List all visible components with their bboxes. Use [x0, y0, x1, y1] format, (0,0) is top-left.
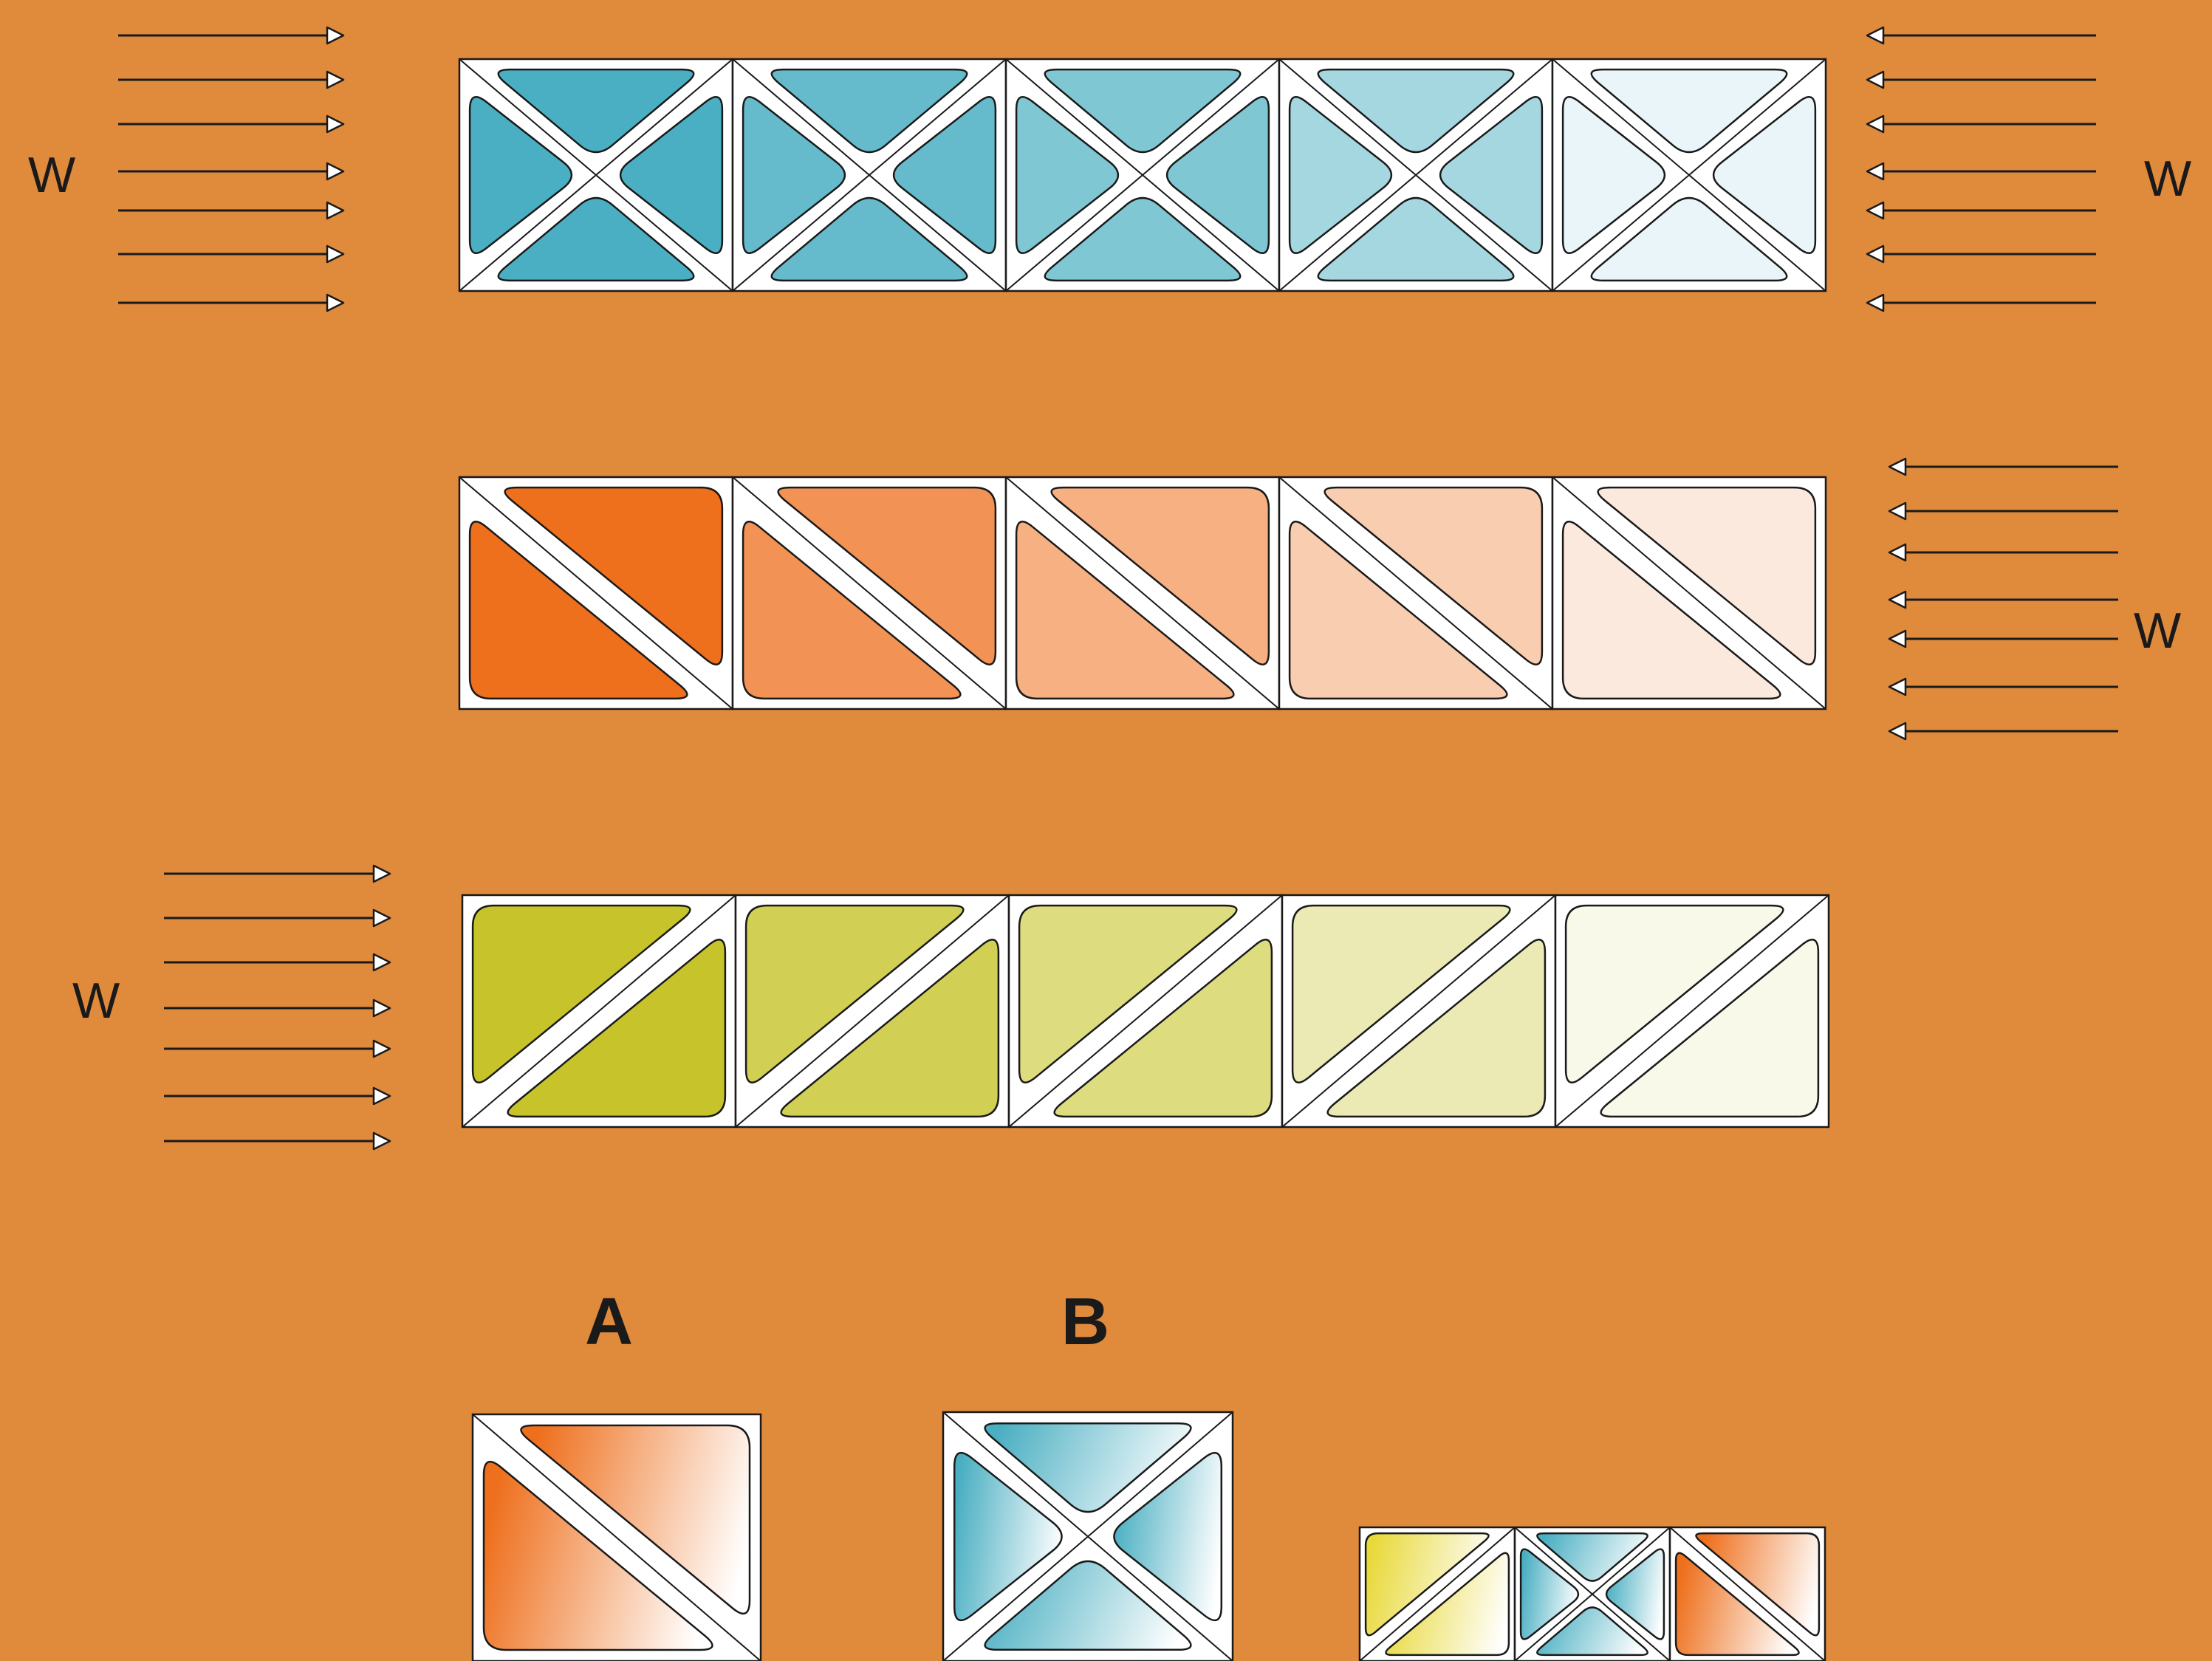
diagonal-up-row-panel-3 [1009, 895, 1282, 1127]
x-braced-row-panel-2 [733, 59, 1006, 291]
panel-b-label: B [1061, 1289, 1109, 1355]
panel-a [473, 1414, 761, 1661]
arrow-head [1867, 27, 1883, 44]
arrow-head [1889, 544, 1905, 561]
wind-arrows-bottom-left [164, 866, 390, 1149]
arrow-head [327, 72, 343, 88]
arrow-head [374, 866, 390, 882]
diagonal-down-row [459, 477, 1826, 709]
diagonal-up-row-panel-4 [1282, 895, 1555, 1127]
arrow-head [1867, 72, 1883, 88]
diagonal-up-row-panel-5 [1555, 895, 1829, 1127]
combined-panel-strip [1360, 1527, 1825, 1661]
wind-label-top-left: W [28, 150, 75, 200]
arrow-head [327, 163, 343, 179]
arrow-head [1889, 679, 1905, 695]
arrow-head [1889, 723, 1905, 739]
x-braced-row-panel-4 [1279, 59, 1552, 291]
arrow-head [374, 1088, 390, 1104]
arrow-head [1867, 246, 1883, 262]
arrow-head [1889, 503, 1905, 519]
wind-arrows-top-right [1867, 27, 2096, 311]
arrow-head [327, 246, 343, 262]
x-braced-row-panel-1 [459, 59, 733, 291]
arrow-head [374, 1041, 390, 1057]
arrow-head [374, 1133, 390, 1149]
arrow-head [374, 1000, 390, 1016]
diagonal-down-row-panel-5 [1552, 477, 1826, 709]
combined-panel-3 [1670, 1527, 1825, 1661]
arrow-head [327, 202, 343, 219]
diagonal-down-row-panel-4 [1279, 477, 1552, 709]
wind-label-bottom-left: W [72, 976, 120, 1026]
diagonal-up-row [462, 895, 1829, 1127]
x-braced-row-panel-5 [1552, 59, 1826, 291]
arrow-head [1867, 163, 1883, 179]
wind-label-middle-right: W [2134, 606, 2181, 656]
wind-arrows-top-left [118, 27, 343, 311]
arrow-head [1867, 202, 1883, 219]
wind-label-top-right: W [2144, 154, 2191, 204]
panel-b [943, 1412, 1233, 1661]
x-braced-row [459, 59, 1826, 291]
arrow-head [1889, 592, 1905, 608]
diagonal-down-row-panel-1 [459, 477, 733, 709]
arrow-head [327, 27, 343, 44]
x-braced-row-panel-3 [1006, 59, 1279, 291]
arrow-head [327, 295, 343, 311]
diagonal-up-row-panel-2 [736, 895, 1009, 1127]
arrow-head [1867, 116, 1883, 132]
arrow-head [1889, 631, 1905, 647]
diagonal-down-row-panel-2 [733, 477, 1006, 709]
arrow-head [374, 954, 390, 970]
combined-panel-2 [1515, 1527, 1670, 1661]
wind-arrows-middle-right [1889, 459, 2118, 739]
arrow-head [1889, 459, 1905, 475]
arrow-head [374, 910, 390, 926]
diagonal-up-row-panel-1 [462, 895, 736, 1127]
combined-panel-1 [1360, 1527, 1515, 1661]
arrow-head [327, 116, 343, 132]
panel-a-label: A [585, 1289, 633, 1355]
diagonal-down-row-panel-3 [1006, 477, 1279, 709]
arrow-head [1867, 295, 1883, 311]
